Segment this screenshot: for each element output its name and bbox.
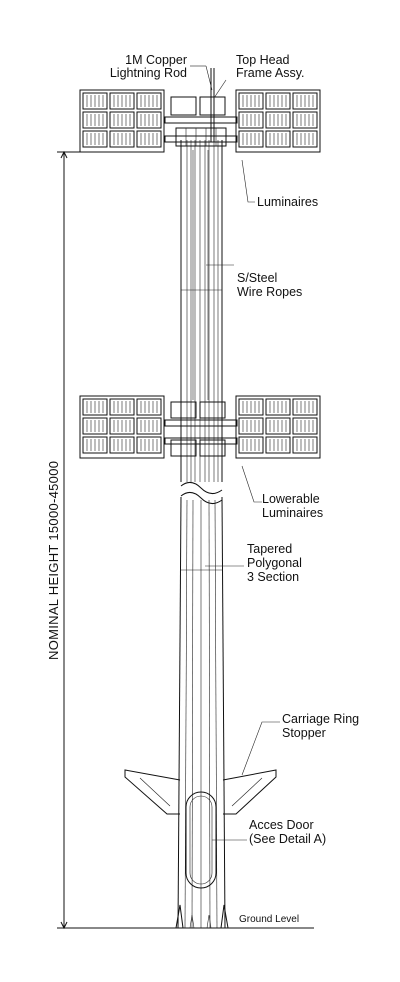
top-luminaire-bank-right (235, 89, 321, 153)
ground-level-label: Ground Level (239, 914, 299, 925)
luminaire-unit (265, 436, 291, 454)
luminaire-unit (292, 417, 318, 435)
lightning-rod-label-line2: Lightning Rod (110, 66, 187, 80)
luminaire-unit (238, 92, 264, 110)
wire-ropes-label-line2: Wire Ropes (237, 285, 302, 299)
luminaire-unit (109, 130, 135, 148)
luminaire-unit (109, 417, 135, 435)
lightning-rod-label-line1: 1M Copper (125, 53, 187, 67)
luminaire-unit (265, 417, 291, 435)
door-label-line2: (See Detail A) (249, 832, 326, 846)
luminaire-unit (109, 398, 135, 416)
lowerable-label-line2: Luminaires (262, 506, 323, 520)
luminaire-unit (82, 436, 108, 454)
lowerable-label-line1: Lowerable (262, 492, 320, 506)
top-luminaire-bank-left (79, 89, 165, 153)
luminaire-unit (238, 111, 264, 129)
stopper-label-line2: Stopper (282, 726, 326, 740)
tapered-pole-callout: Tapered Polygonal 3 Section (205, 542, 302, 584)
luminaire-unit (136, 398, 162, 416)
luminaire-unit (265, 398, 291, 416)
stopper-label-line1: Carriage Ring (282, 712, 359, 726)
luminaire-unit (265, 130, 291, 148)
luminaire-unit (109, 111, 135, 129)
luminaire-unit (238, 398, 264, 416)
break-line (180, 482, 223, 504)
head-frame-callout: Top Head Frame Assy. (213, 53, 305, 99)
luminaire-unit (82, 92, 108, 110)
luminaire-unit (136, 417, 162, 435)
luminaire-unit (292, 130, 318, 148)
lower-luminaire-bank-right (235, 395, 321, 459)
luminaire-unit (109, 436, 135, 454)
base-plate (172, 904, 232, 929)
luminaire-unit (238, 417, 264, 435)
luminaire-unit (109, 92, 135, 110)
top-head-frame (164, 96, 238, 147)
luminaire-unit (238, 436, 264, 454)
luminaire-unit (136, 111, 162, 129)
stopper-callout: Carriage Ring Stopper (241, 712, 359, 776)
luminaire-unit (265, 111, 291, 129)
wire-ropes (192, 150, 209, 400)
luminaire-unit (136, 130, 162, 148)
luminaire-unit (292, 111, 318, 129)
lightning-rod-callout: 1M Copper Lightning Rod (110, 53, 213, 91)
luminaire-unit (292, 398, 318, 416)
lower-luminaire-bank-left (79, 395, 165, 459)
luminaire-unit (82, 417, 108, 435)
pole-label-line3: 3 Section (247, 570, 299, 584)
luminaires-callout: Luminaires (241, 159, 318, 209)
upper-pole-shaft (180, 140, 223, 482)
wire-ropes-label-line1: S/Steel (237, 271, 277, 285)
luminaire-unit (292, 436, 318, 454)
wire-ropes-callout: S/Steel Wire Ropes (206, 264, 302, 299)
pole-label-line2: Polygonal (247, 556, 302, 570)
luminaire-unit (82, 130, 108, 148)
luminaire-unit (136, 436, 162, 454)
lightning-rod (210, 68, 215, 142)
height-label: NOMINAL HEIGHT 15000-45000 (46, 461, 61, 660)
lowerable-head-frame (164, 401, 238, 457)
luminaire-unit (82, 111, 108, 129)
luminaire-unit (238, 130, 264, 148)
carriage-ring-stopper (124, 769, 277, 815)
access-door-callout: Acces Door (See Detail A) (212, 818, 326, 846)
door-label-line1: Acces Door (249, 818, 314, 832)
luminaire-unit (265, 92, 291, 110)
luminaire-unit (292, 92, 318, 110)
luminaire-unit (136, 92, 162, 110)
height-dimension-line (57, 150, 80, 930)
tapered-pole (177, 496, 226, 929)
luminaires-label: Luminaires (257, 195, 318, 209)
lowerable-luminaires-callout: Lowerable Luminaires (241, 465, 323, 520)
pole-label-line1: Tapered (247, 542, 292, 556)
head-frame-label-line1: Top Head (236, 53, 290, 67)
luminaire-unit (82, 398, 108, 416)
head-frame-label-line2: Frame Assy. (236, 66, 305, 80)
